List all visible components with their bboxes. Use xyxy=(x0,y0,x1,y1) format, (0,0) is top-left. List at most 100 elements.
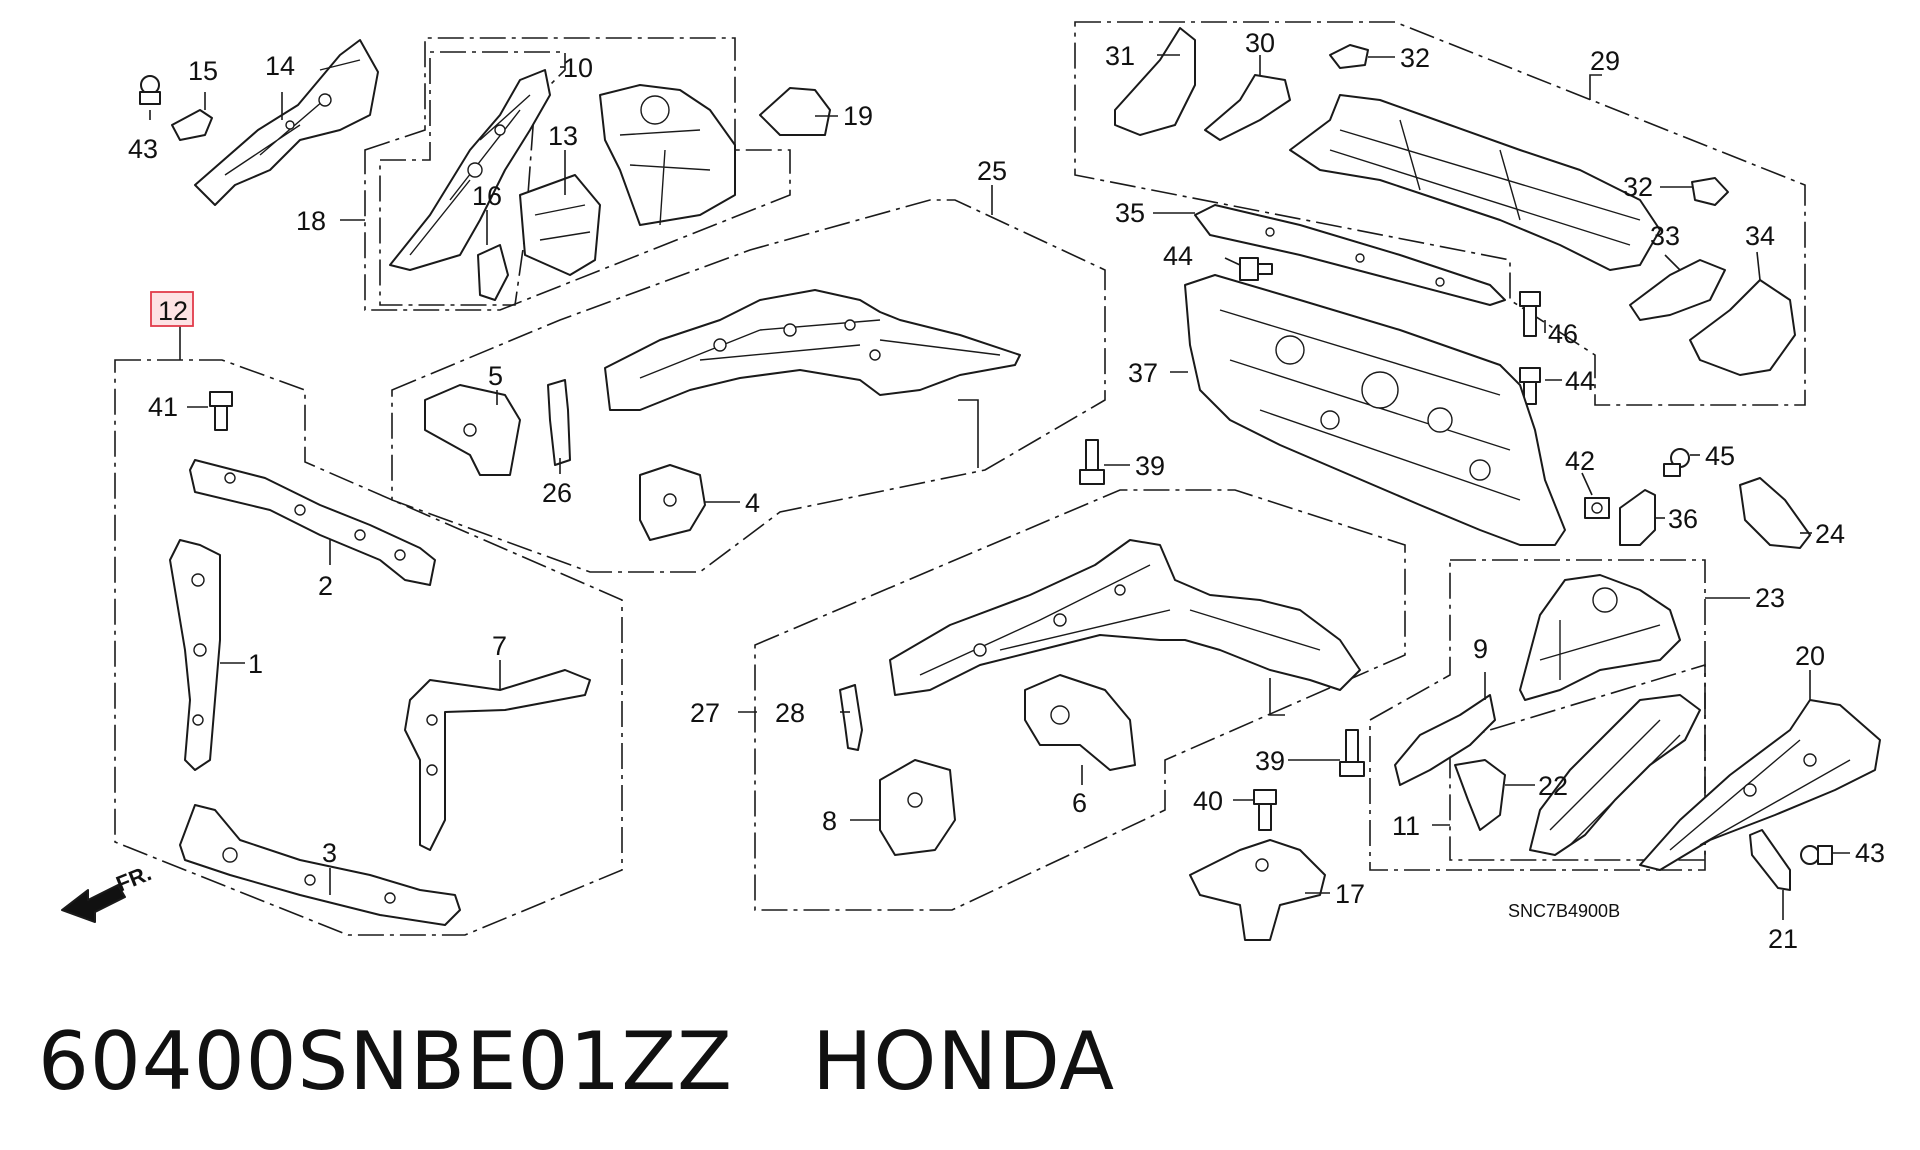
part-21-shape xyxy=(1749,829,1791,891)
callout-41: 41 xyxy=(148,392,178,422)
callout-37: 37 xyxy=(1128,358,1158,388)
front-label: FR. xyxy=(113,860,155,896)
callout-19: 19 xyxy=(843,101,873,131)
part-17-shape xyxy=(1189,839,1326,941)
callout-30: 30 xyxy=(1245,28,1275,58)
bolt-43-top-shape xyxy=(139,75,161,105)
callout-43-top: 43 xyxy=(128,134,158,164)
part-28-shape xyxy=(839,684,863,751)
group-outlines xyxy=(114,21,1806,936)
callout-22: 22 xyxy=(1538,771,1568,801)
part-19-shape xyxy=(759,87,831,136)
callout-42: 42 xyxy=(1565,446,1595,476)
damper-housing-shape xyxy=(599,84,736,226)
group-23-outline xyxy=(1369,559,1706,871)
callout-29: 29 xyxy=(1590,46,1620,76)
callout-1: 1 xyxy=(248,649,263,679)
part-1-shape xyxy=(169,539,221,771)
part-number: 60400SNBE01ZZ xyxy=(38,1015,733,1108)
callout-26: 26 xyxy=(542,478,572,508)
part-11-shape xyxy=(1529,694,1701,856)
group-18-outline xyxy=(364,37,791,311)
part-8-shape xyxy=(879,759,956,856)
callout-28: 28 xyxy=(775,698,805,728)
callout-23: 23 xyxy=(1755,583,1785,613)
callout-numbers: 15 14 43 10 13 16 19 18 12 41 2 1 7 3 FR… xyxy=(113,28,1886,954)
group-10-inner-outline xyxy=(379,51,566,306)
callout-25: 25 xyxy=(977,156,1007,186)
callout-14: 14 xyxy=(265,51,295,81)
callout-44-lower: 44 xyxy=(1565,366,1595,396)
callout-10: 10 xyxy=(563,53,593,83)
callout-15: 15 xyxy=(188,56,218,86)
part-16-shape xyxy=(477,244,509,301)
callout-12: 12 xyxy=(158,296,188,326)
callout-24: 24 xyxy=(1815,519,1845,549)
callout-2: 2 xyxy=(318,571,333,601)
callout-43-bottom: 43 xyxy=(1855,838,1885,868)
callout-18: 18 xyxy=(296,206,326,236)
diagram-code: SNC7B4900B xyxy=(1508,901,1620,921)
part-30-shape xyxy=(1204,74,1291,141)
bolt-39-lower-shape xyxy=(1339,729,1365,777)
callout-5: 5 xyxy=(488,361,503,391)
callout-34: 34 xyxy=(1745,221,1775,251)
callout-31: 31 xyxy=(1105,41,1135,71)
bolt-40-shape xyxy=(1253,789,1277,831)
callout-45: 45 xyxy=(1705,441,1735,471)
nut-42-shape xyxy=(1584,497,1610,519)
callout-33: 33 xyxy=(1650,221,1680,251)
group-27-outline xyxy=(754,489,1406,911)
callout-11: 11 xyxy=(1392,811,1420,841)
callout-20: 20 xyxy=(1795,641,1825,671)
callout-36: 36 xyxy=(1668,504,1698,534)
part-illustrations xyxy=(61,27,1881,941)
part-34-shape xyxy=(1689,279,1796,376)
part-3-shape xyxy=(179,804,461,926)
callout-44-upper: 44 xyxy=(1163,241,1193,271)
callout-32-mid: 32 xyxy=(1623,172,1653,202)
part-37-shape xyxy=(1184,274,1566,546)
part-2-shape xyxy=(189,459,436,586)
bolt-46-shape xyxy=(1519,291,1541,337)
brand-name: HONDA xyxy=(812,1015,1116,1108)
group-25-outline xyxy=(391,199,1106,573)
part-24-shape xyxy=(1739,477,1811,549)
callout-27: 27 xyxy=(690,698,720,728)
callout-6: 6 xyxy=(1072,788,1087,818)
part-33-shape xyxy=(1629,259,1726,321)
callout-9: 9 xyxy=(1473,634,1488,664)
part-7-shape xyxy=(404,669,591,851)
bolt-39-upper-shape xyxy=(1079,439,1105,485)
group-12-outline xyxy=(114,359,623,936)
callout-32-top: 32 xyxy=(1400,43,1430,73)
part-27-shape xyxy=(889,539,1361,696)
bolt-41-shape xyxy=(209,391,233,431)
callout-17: 17 xyxy=(1335,879,1365,909)
part-26-shape xyxy=(547,379,571,466)
part-32-top-shape xyxy=(1329,44,1369,69)
callout-12-highlight xyxy=(150,291,194,327)
group-11-inner-outline xyxy=(1449,663,1706,861)
part-6-shape xyxy=(1024,674,1136,771)
callout-16: 16 xyxy=(472,181,502,211)
callout-21: 21 xyxy=(1768,924,1798,954)
part-36-shape xyxy=(1619,489,1656,546)
bolt-43-bottom-shape xyxy=(1800,845,1833,865)
part-13-shape xyxy=(519,174,601,276)
bolt-44-upper-shape xyxy=(1239,257,1273,281)
callout-4: 4 xyxy=(745,488,760,518)
leader-lines xyxy=(149,54,1850,920)
callout-8: 8 xyxy=(822,806,837,836)
part-22-shape xyxy=(1454,759,1506,831)
part-32-mid-shape xyxy=(1691,177,1729,206)
group-29-outline xyxy=(1074,21,1806,406)
callout-3: 3 xyxy=(322,838,337,868)
callout-39-lower: 39 xyxy=(1255,746,1285,776)
caption: 60400SNBE01ZZ HONDA xyxy=(38,1015,1115,1108)
callout-46: 46 xyxy=(1548,319,1578,349)
bolt-44-lower-shape xyxy=(1519,367,1541,405)
part-9-shape xyxy=(1394,694,1496,786)
callout-35: 35 xyxy=(1115,198,1145,228)
